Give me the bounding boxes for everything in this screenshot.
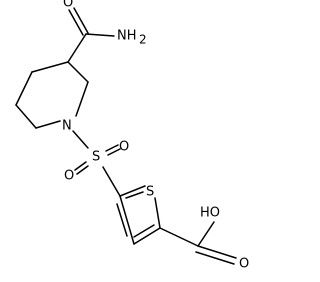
acid-carbonyl-double-a: [197, 245, 237, 259]
carbonyl-double-bond-a: [68, 9, 84, 36]
thiophene-sulfur-label: S: [146, 185, 154, 200]
thiophene-bond-1: [119, 185, 146, 197]
amide-nitrogen-label: NH: [117, 29, 137, 44]
piperidine-bond-4: [35, 120, 61, 129]
structure-diagram: O NH 2 N S O O S HO O: [15, 0, 250, 272]
carbonyl-oxygen-label: O: [63, 0, 73, 11]
acid-hydroxyl-label: HO: [200, 206, 220, 221]
piperidine-bond-2: [15, 71, 33, 106]
amide-h-subscript-label: 2: [139, 33, 147, 47]
amide-cn-bond: [85, 33, 115, 37]
sulfonyl-sulfur-label: S: [92, 150, 100, 165]
thiophene-inner-double-a: [133, 224, 155, 238]
ch2-bond: [159, 227, 199, 247]
thiophene-inner-double-c: [125, 191, 144, 199]
acid-carbonyl-oxygen-label: O: [239, 257, 249, 272]
thiophene-bond-2: [154, 197, 161, 229]
thiophene-bond-3: [133, 227, 161, 245]
n-s-bond: [72, 130, 89, 149]
so-top-double-bond-b: [107, 148, 121, 156]
so-bottom-double-bond-a: [74, 161, 87, 171]
amide-to-ring-bond: [67, 33, 87, 63]
acid-carbonyl-double-b: [195, 251, 235, 265]
sulfonyl-oxygen-bottom-label: O: [64, 169, 74, 184]
ring-nitrogen-label: N: [62, 119, 72, 134]
thiophene-inner-double-b: [116, 203, 128, 237]
so-bottom-double-bond-b: [76, 165, 89, 175]
thiophene-bond-4: [119, 195, 135, 245]
piperidine-bond-1: [31, 61, 69, 73]
piperidine-bond-5: [75, 81, 89, 117]
c-oh-bond: [197, 221, 215, 247]
s-thiophene-bond: [102, 166, 121, 197]
piperidine-bond-6: [67, 61, 89, 83]
piperidine-bond-3: [15, 104, 37, 129]
sulfonyl-oxygen-top-label: O: [119, 140, 129, 155]
so-top-double-bond-a: [105, 144, 119, 152]
molecule-drawing: O NH 2 N S O O S HO O: [15, 0, 249, 272]
carbonyl-double-bond-b: [73, 7, 89, 34]
